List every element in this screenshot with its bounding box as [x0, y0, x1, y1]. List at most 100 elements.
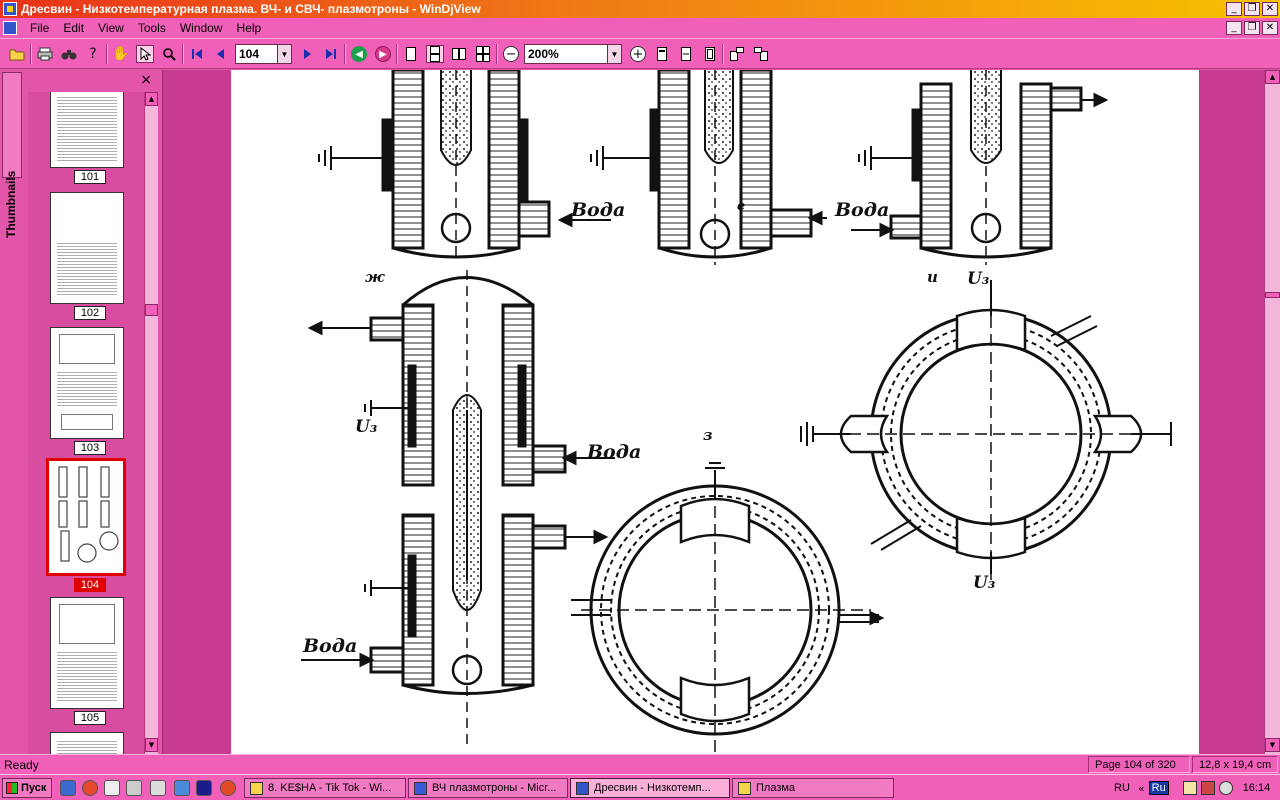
- menu-tools[interactable]: Tools: [137, 21, 166, 35]
- language-indicator[interactable]: RU: [1114, 782, 1130, 794]
- tray-expand-icon[interactable]: «: [1137, 781, 1145, 795]
- save-disk-icon[interactable]: [60, 780, 76, 796]
- tab-thumbnails[interactable]: [2, 72, 22, 178]
- thumbnail-label-102[interactable]: 102: [74, 306, 106, 320]
- windjview-app-icon[interactable]: [3, 2, 17, 16]
- thumbnail-page-102[interactable]: [50, 192, 124, 304]
- restore-button[interactable]: ❐: [1244, 2, 1260, 16]
- thumbnail-page-106[interactable]: [50, 732, 124, 754]
- menu-window[interactable]: Window: [179, 21, 223, 35]
- tab-thumbnails-label[interactable]: Thumbnails: [4, 170, 18, 238]
- task-kesha[interactable]: 8. KE$HA - Tik Tok - Wi...: [244, 778, 406, 798]
- label-u3-2: U₃: [967, 269, 989, 289]
- paint-icon[interactable]: [104, 780, 120, 796]
- toolbar-separator: [182, 44, 184, 64]
- thumbnail-figure: [59, 604, 115, 644]
- help-question-icon[interactable]: ?: [89, 46, 97, 62]
- task-plasma[interactable]: Плазма: [732, 778, 894, 798]
- thumbnail-text-lines: [57, 95, 117, 161]
- page-number-field[interactable]: 104 ▼: [235, 44, 292, 64]
- find-binoculars-icon[interactable]: [60, 45, 78, 63]
- fit-page-icon[interactable]: [701, 45, 719, 63]
- page-info: Page 104 of 320: [1088, 756, 1190, 773]
- forward-history-icon[interactable]: ▶: [374, 45, 392, 63]
- document-view[interactable]: Вода Вода Вода Вода U₃ U₃ U₃ ж з и е: [162, 70, 1264, 754]
- zoom-tool-icon[interactable]: [160, 45, 178, 63]
- document-icon[interactable]: [3, 21, 17, 35]
- media-icon[interactable]: [174, 780, 190, 796]
- thumbnails-list[interactable]: 101 102 103 104: [28, 92, 144, 754]
- minimize-button[interactable]: _: [1226, 2, 1242, 16]
- open-folder-icon[interactable]: [8, 45, 26, 63]
- scroll-down-icon[interactable]: ▼: [145, 738, 158, 752]
- clock: 16:14: [1242, 782, 1271, 794]
- menu-file[interactable]: File: [30, 21, 50, 35]
- tray-app-icon[interactable]: [1182, 781, 1197, 795]
- scroll-up-icon[interactable]: ▲: [1265, 70, 1280, 84]
- doc-close-button[interactable]: ✕: [1262, 21, 1278, 35]
- opera-icon[interactable]: [82, 780, 98, 796]
- first-page-icon[interactable]: [188, 45, 206, 63]
- tray-network-icon[interactable]: [1200, 781, 1215, 795]
- doc-restore-button[interactable]: ❐: [1244, 21, 1260, 35]
- zoom-out-icon[interactable]: −: [502, 45, 520, 63]
- continuous-facing-icon[interactable]: [474, 45, 492, 63]
- thumbnail-label-105[interactable]: 105: [74, 711, 106, 725]
- volume-icon[interactable]: [1218, 781, 1233, 795]
- doc-minimize-button[interactable]: _: [1226, 21, 1242, 35]
- zoom-in-icon[interactable]: +: [629, 45, 647, 63]
- continuous-layout-icon[interactable]: [426, 45, 444, 63]
- last-page-icon[interactable]: [322, 45, 340, 63]
- thumbnail-label-101[interactable]: 101: [74, 170, 106, 184]
- plasmatron-diagram: Вода Вода Вода Вода U₃ U₃ U₃ ж з и е: [301, 70, 1172, 754]
- single-page-icon[interactable]: [402, 45, 420, 63]
- task-word[interactable]: ВЧ плазмотроны - Micr...: [408, 778, 568, 798]
- zoom-level-value[interactable]: 200%: [528, 47, 559, 61]
- thumbnail-label-104[interactable]: 104: [74, 578, 106, 592]
- print-icon[interactable]: [36, 45, 54, 63]
- chevron-down-icon[interactable]: ▼: [277, 45, 291, 63]
- menu-help[interactable]: Help: [236, 21, 262, 35]
- select-tool-icon[interactable]: [136, 45, 154, 63]
- thumbnail-label-103[interactable]: 103: [74, 441, 106, 455]
- previous-page-icon[interactable]: [212, 45, 230, 63]
- page-image: Вода Вода Вода Вода U₃ U₃ U₃ ж з и е: [231, 70, 1199, 754]
- keyboard-layout-badge[interactable]: Ru: [1148, 781, 1169, 795]
- menu-edit[interactable]: Edit: [63, 21, 85, 35]
- back-history-icon[interactable]: ◀: [350, 45, 368, 63]
- thumbnail-page-104[interactable]: [46, 458, 126, 576]
- rotate-left-icon[interactable]: [728, 45, 746, 63]
- next-page-icon[interactable]: [298, 45, 316, 63]
- close-sidebar-icon[interactable]: ×: [140, 72, 152, 88]
- hand-tool-icon[interactable]: ✋: [112, 46, 130, 62]
- thumbnail-page-105[interactable]: [50, 597, 124, 709]
- scrollbar-thumb[interactable]: [145, 304, 158, 316]
- desktop-icon[interactable]: [196, 780, 212, 796]
- scroll-down-icon[interactable]: ▼: [1265, 738, 1280, 752]
- actual-size-icon[interactable]: [653, 45, 671, 63]
- computer-icon[interactable]: [150, 780, 166, 796]
- menu-view[interactable]: View: [98, 21, 124, 35]
- player-icon[interactable]: [220, 780, 236, 796]
- close-button[interactable]: ✕: [1262, 2, 1278, 16]
- task-label: ВЧ плазмотроны - Micr...: [432, 782, 557, 794]
- thumbnail-page-103[interactable]: [50, 327, 124, 439]
- page-number-value[interactable]: 104: [239, 47, 260, 61]
- fit-width-icon[interactable]: [677, 45, 695, 63]
- thumbnails-scrollbar[interactable]: ▲ ▼: [144, 92, 158, 754]
- chevron-down-icon[interactable]: ▼: [607, 45, 621, 63]
- document-scrollbar[interactable]: ▲ ▼: [1264, 70, 1280, 754]
- rotate-right-icon[interactable]: [752, 45, 770, 63]
- start-button[interactable]: Пуск: [2, 778, 52, 798]
- network-icon[interactable]: [126, 780, 142, 796]
- scroll-up-icon[interactable]: ▲: [145, 92, 158, 106]
- task-windjview[interactable]: Дресвин - Низкотемп...: [570, 778, 730, 798]
- scrollbar-thumb[interactable]: [1265, 292, 1280, 298]
- word-icon: [414, 781, 427, 795]
- sidebar-tab-strip: Thumbnails: [0, 70, 24, 754]
- facing-pages-icon[interactable]: [450, 45, 468, 63]
- task-label: Дресвин - Низкотемп...: [594, 782, 711, 794]
- window-title: Дресвин - Низкотемпературная плазма. ВЧ-…: [21, 2, 481, 16]
- thumbnail-page-101[interactable]: [50, 92, 124, 168]
- zoom-level-field[interactable]: 200% ▼: [524, 44, 622, 64]
